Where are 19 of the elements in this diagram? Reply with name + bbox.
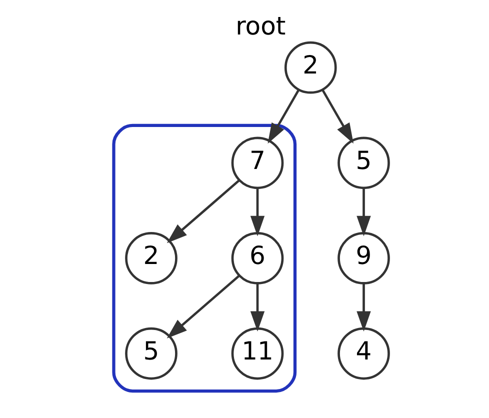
node-circle: 5 <box>337 136 390 190</box>
node-circle: 5 <box>124 327 177 380</box>
node-circle: 2 <box>124 232 177 284</box>
node-circle: 6 <box>230 232 284 284</box>
arrow <box>321 90 354 144</box>
arrow <box>250 284 264 332</box>
arrow <box>166 274 240 338</box>
node-circle: 11 <box>230 327 284 380</box>
node-label: root <box>235 11 286 40</box>
arrow <box>356 284 370 332</box>
cluster <box>112 124 296 393</box>
arrow <box>250 188 264 236</box>
node-circle: 9 <box>337 232 390 284</box>
node-circle: 2 <box>284 41 336 94</box>
arrow <box>166 180 240 244</box>
node-circle: 4 <box>337 327 390 380</box>
node-circle: 7 <box>230 136 284 190</box>
arrow <box>267 90 300 144</box>
arrow <box>356 188 370 236</box>
